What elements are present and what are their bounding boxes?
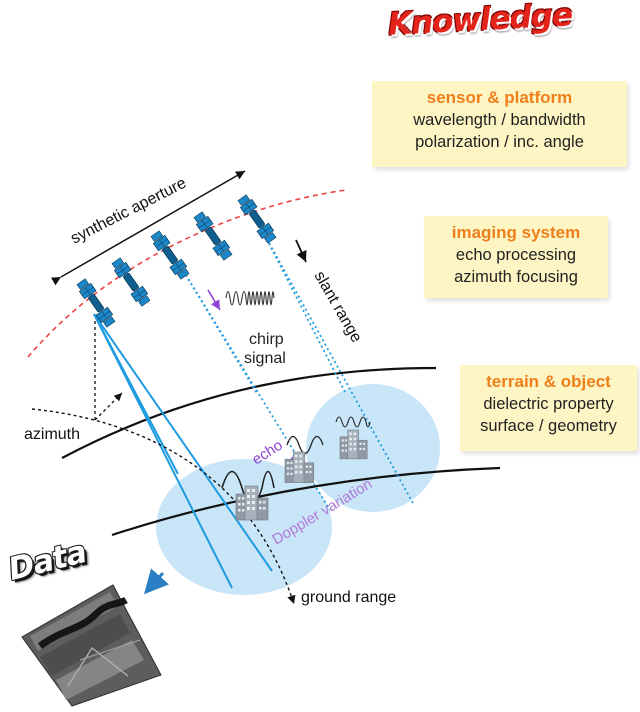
terrain-object-heading: terrain & object [486, 372, 611, 391]
terrain-line: dielectric property [483, 395, 614, 413]
sar-image-thumbnail [21, 584, 162, 707]
ground-range-axis [31, 408, 296, 605]
imaging-line: azimuth focusing [454, 268, 578, 286]
satellite-icon [74, 277, 118, 329]
sensor-line: polarization / inc. angle [415, 133, 584, 151]
synthetic-aperture-arrow [50, 170, 246, 286]
imaging-line: echo processing [455, 246, 577, 264]
terrain-object-box: terrain & object dielectric property sur… [460, 365, 637, 451]
chirp-arrow [207, 289, 221, 311]
ground-surface [61, 366, 501, 537]
sensor-platform-heading: sensor & platform [426, 88, 573, 107]
imaging-system-heading: imaging system [451, 223, 581, 242]
sensor-platform-box: sensor & platform wavelength / bandwidth… [372, 81, 627, 167]
sensor-line: wavelength / bandwidth [413, 111, 586, 129]
satellite-icon [109, 256, 153, 308]
synthetic-aperture-label: synthetic aperture [68, 175, 189, 248]
ground-near-edge [61, 366, 437, 459]
echo-wave-icon [335, 416, 371, 428]
footprint-far [306, 384, 440, 512]
imaging-system-box: imaging system echo processing azimuth f… [424, 216, 608, 298]
ground-range-label: ground range [301, 589, 396, 606]
terrain-line: surface / geometry [480, 417, 617, 435]
footprint-near [156, 459, 332, 595]
slant-range-arrow [295, 239, 307, 263]
satellite-icon [235, 193, 279, 245]
azimuth-arrow [94, 392, 123, 421]
beam-footprints [156, 384, 440, 595]
ground-far-edge [111, 466, 501, 537]
chirp-label: chirp [249, 331, 284, 348]
data-arrow [143, 568, 169, 595]
satellite-icon [191, 210, 235, 262]
azimuth-label: azimuth [24, 426, 80, 443]
axes [31, 170, 307, 605]
chirp-wave-icon [225, 290, 275, 306]
slant-range-label: slant range [311, 269, 365, 346]
signal-label: signal [244, 350, 286, 367]
